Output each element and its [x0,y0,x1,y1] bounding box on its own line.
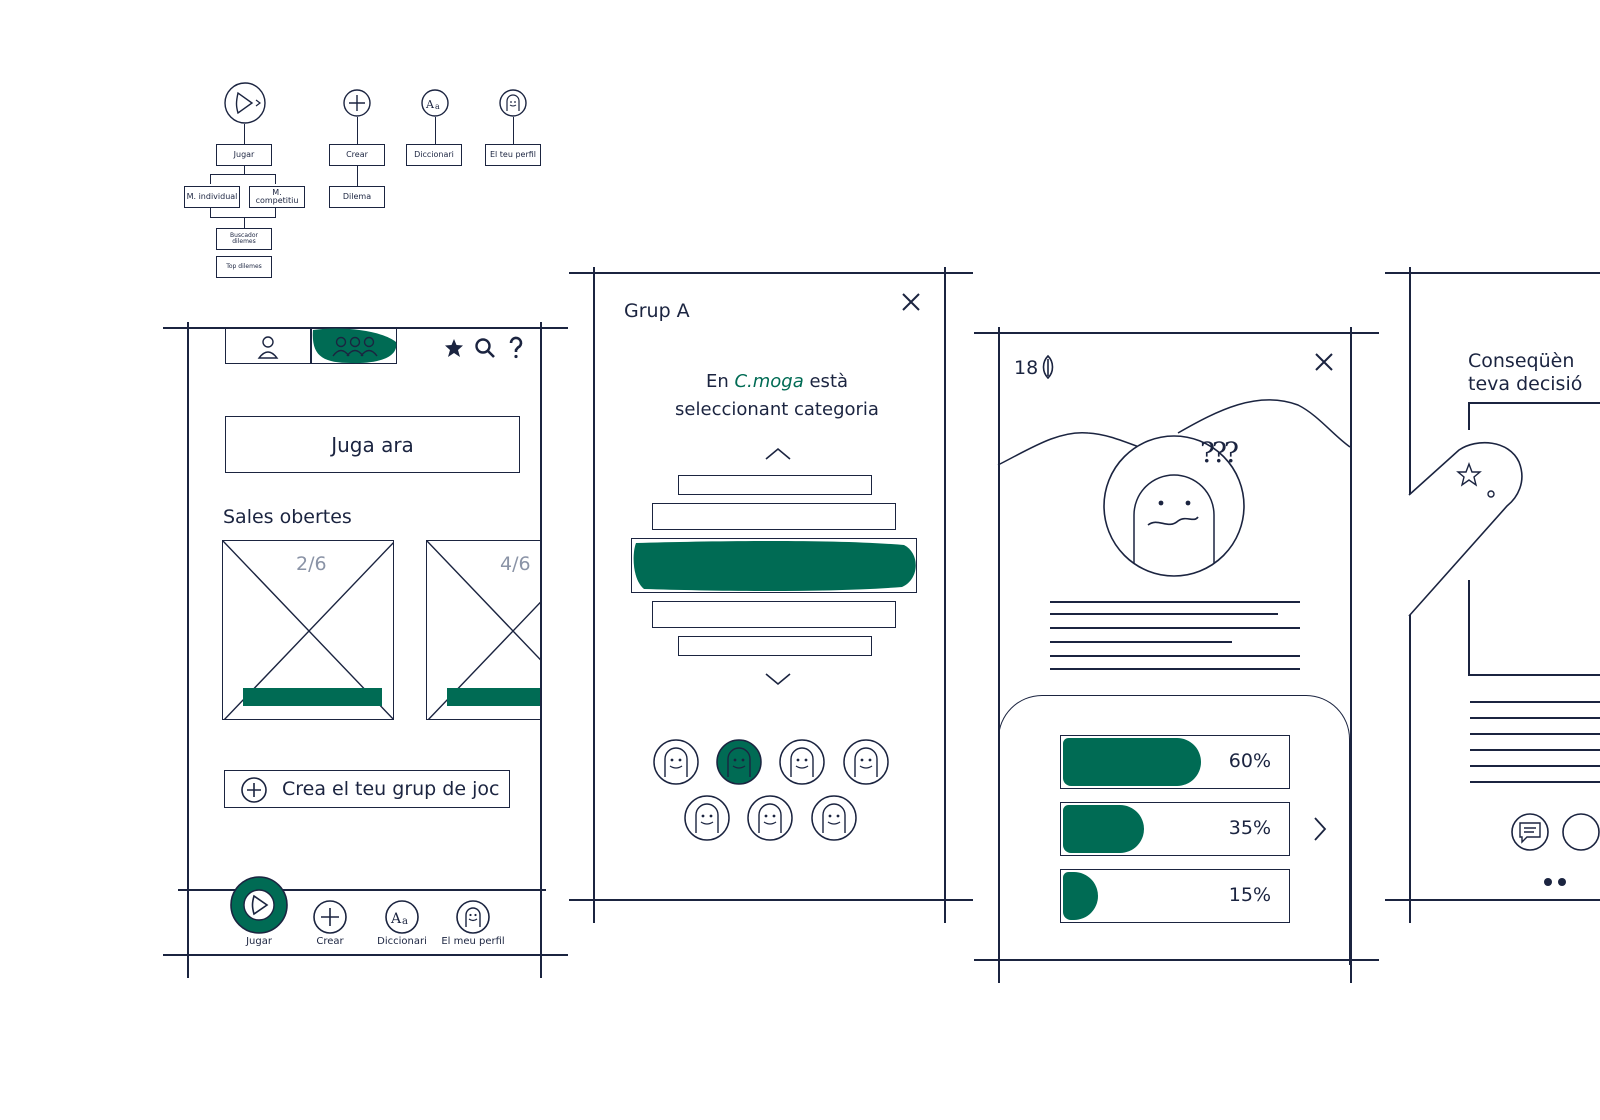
profile-icon [456,900,490,934]
category-option[interactable] [678,636,872,656]
text-placeholder [1050,601,1300,670]
result-bar [1063,738,1201,786]
sitemap-node-m-competitiu: M. competitiu [249,186,305,208]
plus-circle-icon [241,777,267,803]
player-avatar-active [716,739,762,785]
pagination-dots [1544,878,1566,886]
consequences-title-line-1: Conseqüèn [1468,350,1575,372]
score-count: 18 [1014,357,1039,379]
svg-text:A: A [425,98,435,111]
nav-label: El meu perfil [441,936,505,947]
sitemap-node-top-dilemes: Top dilemes [216,256,272,278]
chevron-right-icon[interactable] [1313,816,1327,842]
dilemma-illustration [997,399,1351,577]
leaf-icon [1042,354,1054,380]
room-count: 4/6 [498,553,533,575]
result-option[interactable]: 60% [1060,735,1290,789]
card-illustration [1408,442,1523,617]
star-badge-icon[interactable] [443,337,465,359]
buscador-line-1: Buscador [230,232,258,239]
search-icon[interactable] [474,337,496,359]
text-placeholder [1470,701,1600,783]
sitemap-node-m-individual: M. individual [184,186,240,208]
tab-group[interactable] [310,327,397,364]
action-icon[interactable] [1562,813,1600,851]
open-rooms-title: Sales obertes [223,506,352,528]
sitemap-node-diccionari: Diccionari [406,144,462,166]
category-option[interactable] [652,601,896,628]
room-count: 2/6 [294,553,329,575]
play-icon [230,876,288,934]
dictionary-icon: A a [385,900,419,934]
group-status-line-1: En C.moga està [620,368,934,396]
svg-text:A: A [390,911,402,927]
result-option[interactable]: 35% [1060,802,1290,856]
consequences-title-line-2: teva decisió [1468,373,1583,395]
sitemap-node-dilema: Dilema [329,186,385,208]
nav-label: Diccionari [377,936,427,947]
buscador-line-2: dilemes [232,238,256,245]
result-percent: 15% [1228,884,1271,906]
create-group-label: Crea el teu grup de joc [282,778,500,800]
room-progress-bar [447,688,540,706]
play-now-button[interactable]: Juga ara [225,416,520,473]
status-prefix: En [705,371,735,392]
group-icon [332,336,378,357]
plus-icon [313,900,347,934]
sitemap-node-el-teu-perfil: El teu perfil [485,144,541,166]
nav-item-el-meu-perfil[interactable]: El meu perfil [440,900,506,952]
profile-icon [499,89,527,117]
plus-icon [343,89,371,117]
group-status-line-2: seleccionant categoria [675,399,879,420]
results-panel [998,695,1350,965]
result-bar [1063,872,1098,920]
chevron-up-icon[interactable] [765,447,791,461]
svg-text:a: a [402,916,408,927]
sitemap-node-crear: Crear [329,144,385,166]
consequences-title: Conseqüèn teva decisió [1468,350,1582,396]
category-option[interactable] [652,503,896,530]
group-status: En C.moga està seleccionant categoria [620,368,934,424]
result-option[interactable]: 15% [1060,869,1290,923]
category-option-selected[interactable] [631,538,917,593]
nav-label: Crear [316,936,344,947]
comment-icon[interactable] [1511,813,1549,851]
result-percent: 60% [1228,750,1271,772]
confusion-marks: ??? [1200,436,1239,469]
svg-text:a: a [435,102,440,111]
dictionary-icon: A a [421,89,449,117]
player-avatar [653,739,699,785]
close-icon[interactable] [901,292,921,312]
sitemap-node-jugar: Jugar [216,144,272,166]
close-icon[interactable] [1314,352,1334,372]
nav-item-jugar[interactable]: Jugar [230,876,288,952]
sitemap-node-buscador-dilemes: Buscador dilemes [216,228,272,250]
group-title: Grup A [624,300,690,322]
player-avatar [747,795,793,841]
room-card[interactable]: 2/6 [222,540,394,720]
selected-highlight [633,541,916,591]
category-option[interactable] [678,475,872,495]
room-progress-bar [243,688,382,706]
status-suffix: està [803,371,849,392]
player-avatar [843,739,889,785]
nav-item-crear[interactable]: Crear [310,900,350,952]
play-icon [224,82,266,124]
chevron-down-icon[interactable] [765,672,791,686]
person-icon [257,336,279,359]
nav-item-diccionari[interactable]: A a Diccionari [375,900,429,952]
player-avatar [779,739,825,785]
room-card[interactable]: 4/6 [426,540,540,720]
player-avatar [811,795,857,841]
result-percent: 35% [1228,817,1271,839]
result-bar [1063,805,1144,853]
help-icon[interactable] [508,336,524,359]
tab-individual[interactable] [225,327,312,364]
status-user: C.moga [734,371,804,392]
player-avatar [684,795,730,841]
create-group-button[interactable]: Crea el teu grup de joc [224,770,510,808]
nav-label: Jugar [246,936,272,947]
